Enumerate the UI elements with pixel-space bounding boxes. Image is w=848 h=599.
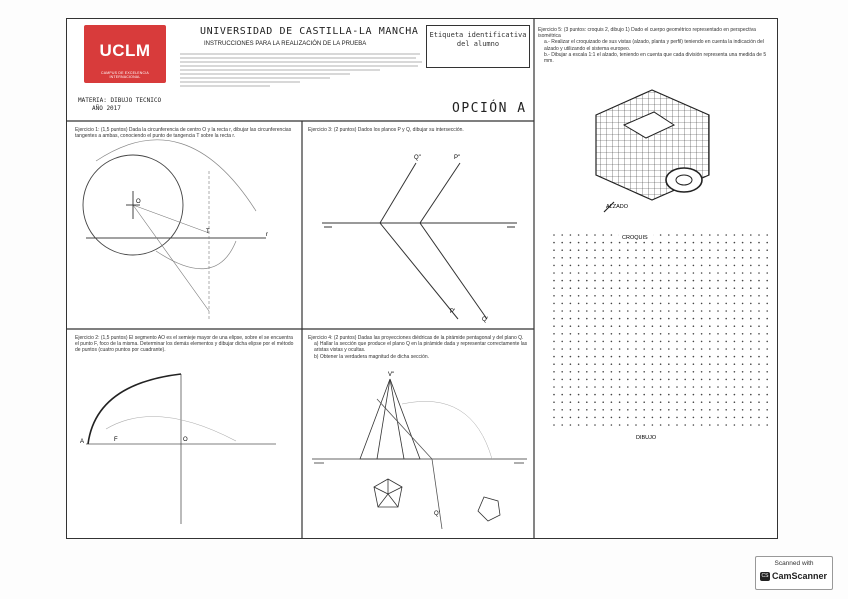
pyramid-elevation [359, 378, 421, 460]
instructions-lines [180, 53, 422, 87]
exercise-2-text: Ejercicio 2: (1,5 puntos) El segmento AO… [75, 335, 294, 354]
camscanner-icon: CS [760, 572, 770, 581]
exercise-5-statement: Ejercicio 5: (3 puntos: croquis 2, dibuj… [538, 27, 756, 40]
exercise-5-part-b: b.- Dibujar a escala 1:1 el alzado, teni… [544, 51, 767, 65]
label-O-ellipse: O [183, 437, 188, 443]
label-r: r [266, 232, 268, 238]
isometric-cylinder [665, 167, 703, 193]
exercise-4-part-b: b) Obtener la verdadera magnitud de dich… [314, 353, 430, 360]
logo-text: UCLM [99, 41, 151, 60]
exercise-4-drawing: V'' Q' [312, 372, 527, 530]
dotted-grid: CROQUIS DIBUJO [553, 232, 768, 441]
exercise-5-part-a: a.- Realizar el croquizado de sus vistas… [544, 39, 764, 52]
ellipse-arc [87, 373, 182, 445]
exercise-4-part-a: a) Hallar la sección que produce el plan… [314, 341, 528, 354]
pyramid-plan [373, 478, 403, 508]
scanner-line1: Scanned with [774, 560, 814, 567]
label-O: O [136, 199, 141, 205]
exam-year: AÑO 2017 [92, 105, 121, 112]
option-title: OPCIÓN A [452, 101, 527, 116]
exercise-4-statement: Ejercicio 4: (2 puntos) Dadas las proyec… [308, 335, 524, 341]
plane-P [419, 162, 488, 320]
caption-croquis: CROQUIS [622, 235, 648, 241]
label-A: A [80, 439, 84, 445]
isometric-slot [622, 111, 676, 139]
plane-Q [379, 162, 459, 320]
subject-name: MATERIA: DIBUJO TECNICO [78, 97, 162, 104]
label-V: V'' [388, 372, 394, 378]
exercise-1-text: Ejercicio 1: (1,5 puntos) Dada la circun… [75, 127, 292, 140]
plane-Q-traces [376, 398, 443, 530]
label-F: F [114, 437, 118, 443]
label-T: T [206, 229, 210, 235]
exercise-4-text: Ejercicio 4: (2 puntos) Dadas las proyec… [308, 335, 530, 360]
exercise-3-text: Ejercicio 3: (2 puntos) Dados los planos… [308, 127, 464, 133]
label-P2: P'' [454, 155, 460, 161]
label-Q2: Q'' [414, 155, 421, 161]
label-P1: P' [450, 309, 455, 315]
camscanner-badge: Scanned with CS CamScanner [755, 556, 833, 590]
label-Q1-ex4: Q' [434, 511, 440, 517]
caption-dibujo: DIBUJO [636, 435, 657, 441]
grid-dots [553, 234, 768, 426]
scanner-line2: CamScanner [772, 571, 828, 581]
instructions-title: INSTRUCCIONES PARA LA REALIZACIÓN DE LA … [204, 41, 367, 47]
uclm-logo: UCLM CAMPUS DE EXCELENCIA INTERNACIONAL [84, 25, 166, 83]
label-Q1: Q' [482, 317, 488, 323]
exercise-1-drawing: O T r [82, 139, 268, 321]
logo-subtitle: CAMPUS DE EXCELENCIA INTERNACIONAL [101, 71, 149, 79]
true-size-section [477, 496, 501, 522]
caption-alzado: ALZADO [606, 204, 629, 210]
university-name: UNIVERSIDAD DE CASTILLA-LA MANCHA [200, 26, 419, 37]
given-circle [82, 154, 184, 256]
instructions-text [180, 51, 425, 88]
subject-info: MATERIA: DIBUJO TECNICO AÑO 2017 [78, 97, 161, 113]
alzado-arrow [603, 201, 615, 213]
exercise-3-drawing: Q'' P'' P' Q' [322, 155, 517, 323]
exercise-2-drawing: A F O [80, 373, 276, 524]
exercise-5-text: Ejercicio 5: (3 puntos: croquis 2, dibuj… [538, 27, 772, 64]
exercise-5-isometric: ALZADO [595, 89, 710, 213]
student-label-box: Etiqueta identificativa del alumno [426, 25, 530, 68]
